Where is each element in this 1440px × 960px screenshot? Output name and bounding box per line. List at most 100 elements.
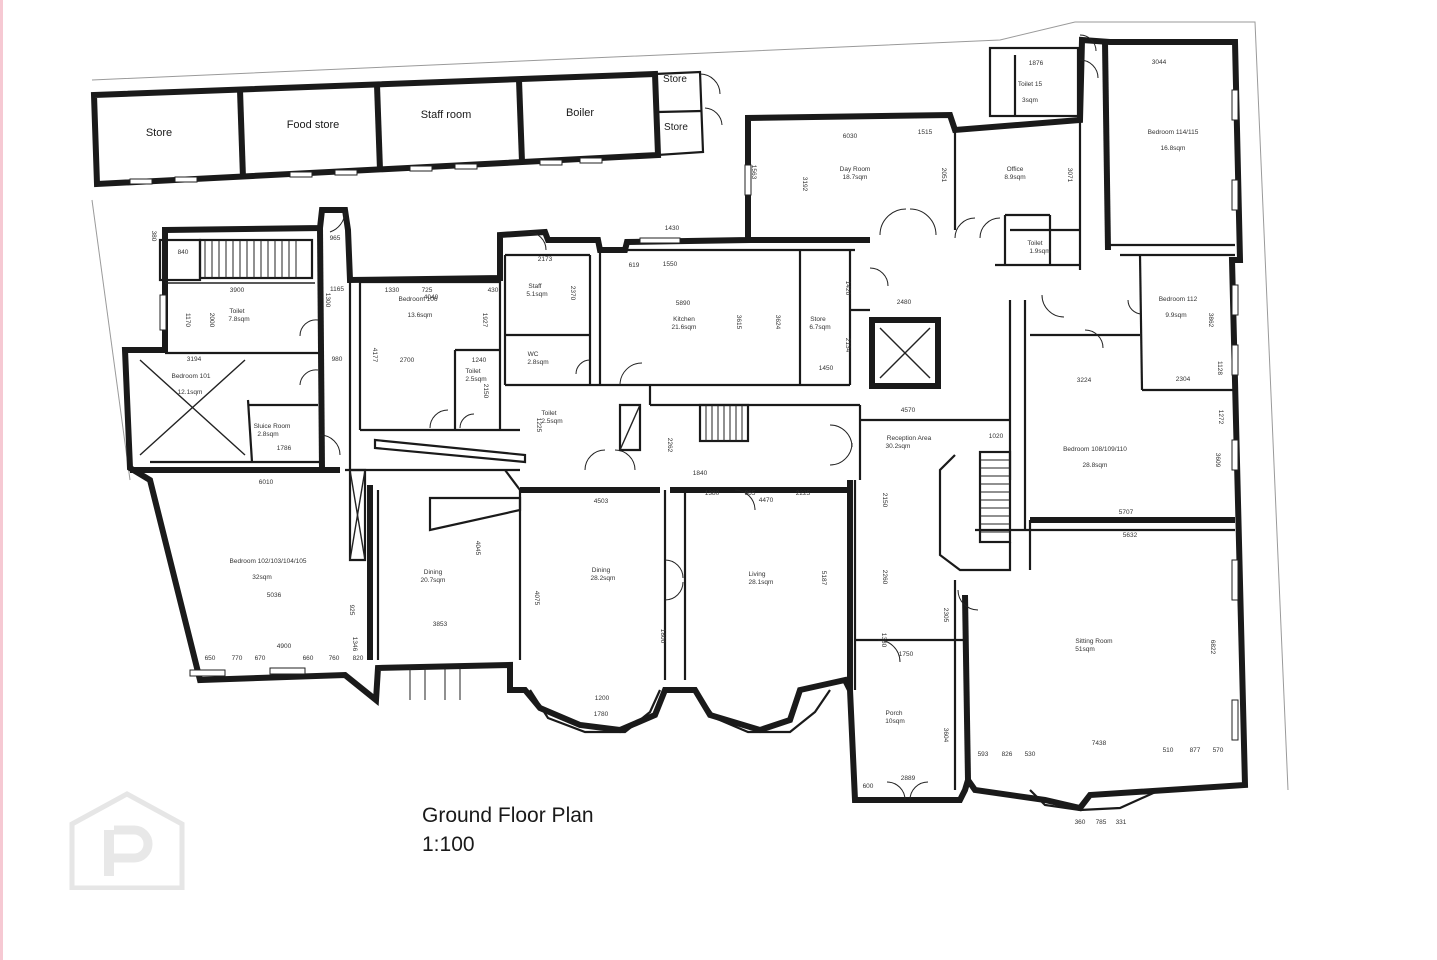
dimension-label: 3853 bbox=[433, 621, 448, 628]
dimension-label: 2262 bbox=[666, 438, 673, 453]
dimension-label: 1330 bbox=[880, 633, 887, 648]
room-label-food-store: Food store bbox=[287, 119, 340, 131]
dimension-label: 4045 bbox=[474, 541, 481, 556]
room-area-bedroom-114-115: 16.8sqm bbox=[1161, 145, 1186, 152]
room-area-toilet-7-8: 7.8sqm bbox=[228, 316, 249, 323]
dimension-label: 2305 bbox=[942, 608, 949, 623]
room-label-kitchen: Kitchen bbox=[673, 316, 695, 323]
dimension-label: 593 bbox=[978, 751, 989, 758]
dimension-label: 5187 bbox=[820, 571, 827, 586]
dimension-label: 877 bbox=[1190, 747, 1201, 754]
room-label-sitting-room: Sitting Room bbox=[1075, 638, 1112, 645]
room-area-bedroom-112: 9.9sqm bbox=[1165, 312, 1186, 319]
dimension-label: 865 bbox=[745, 490, 756, 497]
dimension-label: 1876 bbox=[1029, 60, 1044, 67]
room-area-bedroom-106: 13.6sqm bbox=[408, 312, 433, 319]
room-label-day-room: Day Room bbox=[840, 166, 871, 173]
room-label-sluice-room: Sluice Room bbox=[254, 423, 291, 430]
page-edge-left bbox=[0, 0, 3, 960]
dimension-label: 2260 bbox=[881, 570, 888, 585]
dimension-label: 5632 bbox=[1123, 532, 1138, 539]
room-area-toilet-15: 3sqm bbox=[1022, 97, 1038, 104]
plan-title-heading: Ground Floor Plan bbox=[422, 804, 594, 827]
logo-letter: P bbox=[68, 790, 79, 794]
dimension-label: 331 bbox=[1116, 819, 1127, 826]
staircase-left bbox=[198, 238, 314, 280]
dimension-label: 1927 bbox=[481, 313, 488, 328]
room-area-dining-20-7: 20.7sqm bbox=[421, 577, 446, 584]
dimension-label: 1170 bbox=[184, 313, 191, 327]
room-area-bedroom-101: 12.1sqm bbox=[178, 389, 203, 396]
dimension-label: 3044 bbox=[1152, 59, 1167, 66]
dimension-label: 3609 bbox=[1214, 453, 1221, 468]
dimension-label: 1128 bbox=[1216, 361, 1223, 375]
room-label-store-outbuilding: Store bbox=[146, 127, 172, 139]
dimension-label: 3900 bbox=[230, 287, 245, 294]
dimension-label: 3224 bbox=[1077, 377, 1092, 384]
dimension-label: 725 bbox=[422, 287, 433, 294]
room-area-toilet-1-9: 1.9sqm bbox=[1029, 248, 1050, 255]
room-area-bedroom-102-105: 32sqm bbox=[252, 574, 272, 581]
main-outline bbox=[121, 36, 1249, 812]
dimension-label: 2889 bbox=[901, 775, 916, 782]
dimension-label: 3194 bbox=[187, 356, 202, 363]
staircase-middle bbox=[698, 403, 750, 443]
dimension-label: 4040 bbox=[424, 294, 439, 301]
dimension-label: 1780 bbox=[594, 711, 609, 718]
room-area-wc: 2.8sqm bbox=[527, 359, 548, 366]
dimension-label: 4570 bbox=[901, 407, 916, 414]
room-label-toilet-7-8: Toilet bbox=[229, 308, 244, 315]
property-logo-icon: P bbox=[68, 790, 185, 890]
dimension-label: 1272 bbox=[1217, 410, 1224, 425]
room-area-kitchen: 21.6sqm bbox=[672, 324, 697, 331]
dimension-label: 3071 bbox=[1066, 168, 1073, 183]
dimension-label: 670 bbox=[255, 655, 266, 662]
dimension-label: 1550 bbox=[663, 261, 678, 268]
room-label-toilet-1-9: Toilet bbox=[1027, 240, 1042, 247]
room-label-staff: Staff bbox=[528, 283, 541, 290]
dimension-label: 1840 bbox=[693, 470, 708, 477]
room-area-reception-area: 30.2sqm bbox=[886, 443, 911, 450]
room-label-toilet-15: Toilet 15 bbox=[1018, 81, 1043, 88]
windows bbox=[159, 89, 1239, 741]
outbuilding bbox=[90, 70, 723, 188]
dimension-label: 430 bbox=[488, 287, 499, 294]
dimension-label: 1450 bbox=[819, 365, 834, 372]
dimension-label: 1430 bbox=[665, 225, 680, 232]
dimension-label: 6010 bbox=[259, 479, 274, 486]
room-label-reception-area: Reception Area bbox=[887, 435, 932, 442]
dimension-label: 965 bbox=[330, 235, 341, 242]
room-label-bedroom-106: Bedroom 106 bbox=[398, 296, 437, 303]
room-label-bedroom-108-109-110: Bedroom 108/109/110 bbox=[1063, 446, 1127, 453]
dimension-label: 660 bbox=[303, 655, 314, 662]
dimension-label: 3615 bbox=[735, 315, 742, 330]
dimension-label: 3604 bbox=[942, 728, 949, 743]
dimension-label: 4470 bbox=[759, 497, 774, 504]
dimension-label: 1240 bbox=[472, 357, 487, 364]
dimension-label: 4503 bbox=[594, 498, 609, 505]
dimension-label: 530 bbox=[1025, 751, 1036, 758]
dimension-label: 619 bbox=[629, 262, 640, 269]
room-label-porch: Porch bbox=[886, 710, 903, 717]
dimension-label: 1420 bbox=[844, 281, 851, 296]
dimension-label: 6822 bbox=[1209, 640, 1216, 655]
dimension-label: 1750 bbox=[899, 651, 914, 658]
dimension-label: 925 bbox=[348, 605, 355, 616]
room-area-office: 8.9sqm bbox=[1004, 174, 1025, 181]
room-label-dining-20-7: Dining bbox=[424, 569, 443, 576]
room-area-staff: 5.1sqm bbox=[526, 291, 547, 298]
dimension-label: 2134 bbox=[844, 338, 851, 353]
room-label-bedroom-112: Bedroom 112 bbox=[1159, 296, 1198, 303]
dimension-label: 380 bbox=[150, 231, 157, 242]
dimension-label: 1515 bbox=[918, 129, 933, 136]
dimension-label: 5036 bbox=[267, 592, 282, 599]
internal-walls bbox=[130, 41, 1235, 812]
dimension-label: 2370 bbox=[569, 286, 576, 301]
dimension-label: 510 bbox=[1163, 747, 1174, 754]
room-area-toilet-2-5a: 2.5sqm bbox=[465, 376, 486, 383]
dimension-label: 360 bbox=[1075, 819, 1086, 826]
dimension-label: 570 bbox=[1213, 747, 1224, 754]
dimension-label: 6030 bbox=[843, 133, 858, 140]
room-area-living: 28.1sqm bbox=[749, 579, 774, 586]
